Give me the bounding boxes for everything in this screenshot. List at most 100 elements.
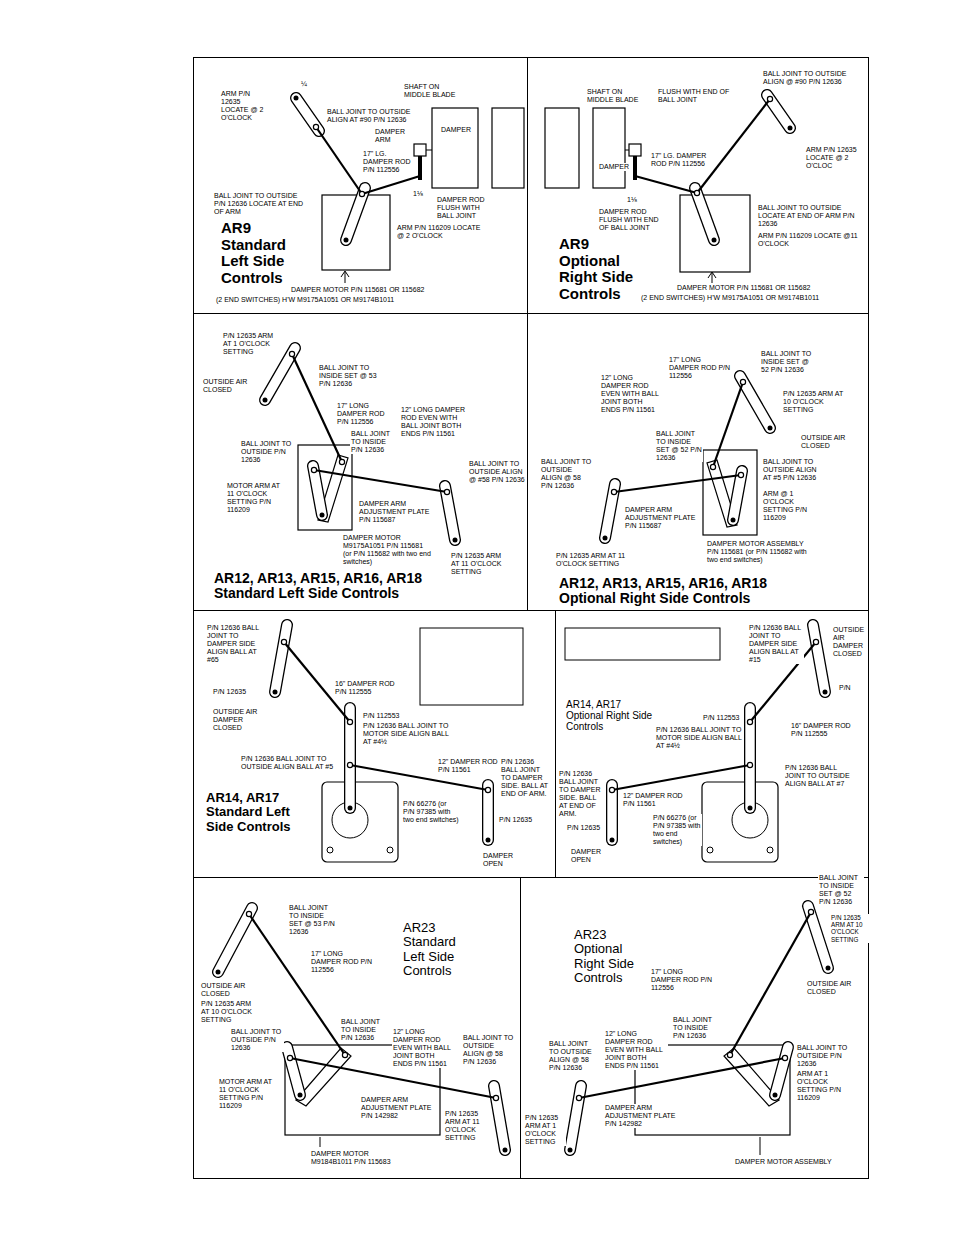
callout-label: 16" DAMPER ROD P/N 112555 bbox=[334, 680, 406, 696]
slotted-arm bbox=[298, 1093, 303, 1098]
slotted-arm bbox=[494, 1086, 505, 1150]
ball-joint bbox=[485, 787, 490, 792]
ball-joint bbox=[813, 639, 818, 644]
blank-box bbox=[420, 628, 523, 705]
slotted-arm bbox=[808, 906, 828, 968]
damper-motor bbox=[702, 782, 778, 862]
callout-label: P/N 12636 BALL JOINT TO DAMPER SIDE. BAL… bbox=[558, 770, 604, 818]
damper-motor bbox=[320, 1137, 321, 1147]
callout-label: DAMPER MOTOR M9184B1011 P/N 115683 bbox=[310, 1150, 412, 1166]
slotted-arm bbox=[568, 1148, 573, 1153]
damper-motor bbox=[327, 847, 333, 853]
callout-label: P/N 12635 bbox=[212, 688, 258, 696]
callout-label: 12" LONG DAMPER ROD EVEN WITH BALL JOINT… bbox=[400, 406, 466, 438]
ball-joint bbox=[313, 124, 318, 129]
slotted-arm bbox=[346, 188, 365, 240]
slotted-arm bbox=[216, 95, 831, 1153]
callout-label: SHAFT ON MIDDLE BLADE bbox=[403, 83, 465, 99]
damper-motor bbox=[322, 782, 398, 862]
callout-label: BALL JOINT TO OUTSIDE P/N 12636 bbox=[796, 1044, 854, 1068]
callout-label: BALL JOINT TO INSIDE SET @ 52 P/N 12636 bbox=[760, 350, 814, 374]
slotted-arm bbox=[275, 625, 287, 692]
callout-label: P/N 12635 ARM AT 10 O'CLOCK SETTING bbox=[782, 390, 846, 414]
slotted-arm bbox=[695, 188, 714, 240]
callout-label: P/N 12635 ARM AT 10 O'CLOCK SETTING bbox=[200, 1000, 262, 1024]
ball-joint bbox=[740, 379, 745, 384]
ball-joint bbox=[289, 351, 294, 356]
slotted-arm bbox=[775, 1047, 788, 1095]
slotted-arm bbox=[313, 466, 322, 515]
callout-label: P/N 12635 ARM AT 1 O'CLOCK SETTING bbox=[524, 1114, 566, 1146]
callout-label: BALL JOINT TO OUTSIDE ALIGN @ 58 P/N 126… bbox=[462, 1034, 516, 1066]
callout-label: DAMPER ARM ADJUSTMENT PLATE P/N 142982 bbox=[360, 1096, 436, 1120]
damper-blade bbox=[426, 150, 432, 151]
callout-label: P/N 12635 ARM AT 11 O'CLOCK SETTING bbox=[555, 552, 647, 568]
callout-label: BALL JOINT TO INSIDE P/N 12636 bbox=[350, 430, 400, 454]
callout-label: DAMPER OPEN bbox=[570, 848, 608, 864]
damper-motor bbox=[298, 445, 352, 530]
callout-label: OUTSIDE AIR CLOSED bbox=[800, 434, 852, 450]
callout-label: 16" DAMPER ROD P/N 112555 bbox=[790, 722, 858, 738]
callout-label: 12" LONG DAMPER ROD EVEN WITH BALL JOINT… bbox=[600, 374, 664, 414]
slotted-arm bbox=[603, 536, 608, 541]
callout-label: DAMPER ARM ADJUSTMENT PLATE P/N 115687 bbox=[358, 500, 434, 524]
slotted-arm bbox=[731, 518, 736, 523]
slotted-arm bbox=[294, 96, 299, 101]
slotted-arm bbox=[740, 376, 770, 428]
panel-title: AR12, AR13, AR15, AR16, AR18 Optional Ri… bbox=[559, 576, 787, 607]
callout-label: DAMPER bbox=[440, 126, 476, 134]
ball-joint bbox=[808, 909, 813, 914]
damper-rod bbox=[316, 127, 362, 194]
panel-title: AR23 Optional Right Side Controls bbox=[574, 928, 648, 985]
ball-joint bbox=[347, 719, 352, 724]
ball-joint bbox=[767, 96, 772, 101]
slotted-arm bbox=[788, 126, 793, 131]
slotted-arm bbox=[445, 486, 455, 540]
damper-motor bbox=[387, 847, 393, 853]
callout-label: OUTSIDE AIR CLOSED bbox=[806, 980, 854, 996]
damper-rod bbox=[697, 99, 770, 193]
slotted-arm bbox=[748, 806, 753, 811]
callout-label: DAMPER ROD FLUSH WITH END OF BALL JOINT bbox=[598, 208, 666, 232]
slotted-arm bbox=[296, 98, 319, 131]
callout-label: P/N 12636 BALL JOINT TO DAMPER SIDE ALIG… bbox=[206, 624, 270, 664]
callout-label: P/N 12636 BALL JOINT TO MOTOR SIDE ALIGN… bbox=[655, 726, 743, 750]
callout-label: BALL JOINT TO OUTSIDE ALIGN AT #5 P/N 12… bbox=[762, 458, 824, 482]
callout-label: ¼ bbox=[300, 80, 312, 88]
slotted-arm bbox=[218, 908, 252, 972]
blank-box bbox=[420, 628, 720, 705]
damper-rod bbox=[612, 765, 750, 790]
damper-motor bbox=[707, 847, 713, 853]
ball-joint bbox=[747, 762, 752, 767]
slotted-arm bbox=[607, 785, 616, 840]
damper-rod bbox=[614, 475, 741, 492]
callout-label: DAMPER MOTOR P/N 115681 OR 115682 bbox=[676, 284, 848, 292]
damper-motor bbox=[341, 271, 349, 283]
callout-label: P/N 12636 BALL JOINT TO OUTSIDE ALIGN BA… bbox=[240, 755, 336, 771]
callout-label: DAMPER MOTOR ASSEMBLY P/N 115681 (or P/N… bbox=[706, 540, 812, 564]
callout-label: P/N 12635 ARM AT 1 O'CLOCK SETTING bbox=[222, 332, 282, 356]
damper-blade bbox=[593, 108, 625, 188]
callout-label: P/N 112553 bbox=[362, 712, 412, 720]
slotted-arm bbox=[296, 98, 319, 131]
slotted-arm bbox=[773, 1093, 778, 1098]
callout-label: 1⅛ bbox=[626, 196, 642, 204]
slotted-arm bbox=[218, 908, 252, 972]
damper-motor bbox=[332, 802, 368, 838]
callout-label: DAMPER bbox=[598, 163, 630, 171]
damper-blade bbox=[432, 108, 478, 188]
damper-motor bbox=[732, 802, 768, 838]
ball-joint bbox=[444, 489, 449, 494]
slotted-arm bbox=[733, 471, 742, 520]
ball-joint bbox=[287, 1055, 292, 1060]
damper-shaft bbox=[629, 144, 641, 156]
slotted-arm bbox=[486, 838, 491, 843]
callout-label: P/N 12636 BALL JOINT TO MOTOR SIDE ALIGN… bbox=[362, 722, 452, 746]
damper-motor bbox=[285, 195, 790, 1155]
ball-joint bbox=[611, 489, 616, 494]
blank-box bbox=[565, 628, 720, 660]
callout-label: P/N 12636 BALL JOINT TO DAMPER SIDE ALIG… bbox=[748, 624, 804, 664]
callout-label: P/N 66276 (or P/N 97385 with two end swi… bbox=[652, 814, 702, 846]
callout-label: FLUSH WITH END OF BALL JOINT bbox=[657, 88, 739, 104]
ball-joint bbox=[576, 1095, 581, 1100]
